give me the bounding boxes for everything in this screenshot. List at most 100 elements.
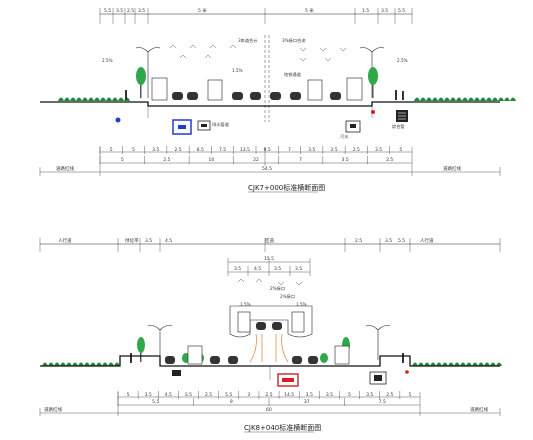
dimension-label: 13.5 [240,147,250,153]
section-2: 人行道 绿化带 3.5 4.5 匝道 2.5 3.5 5.5 人行道 15.5 … [39,237,502,433]
dimension-label: 3.5 [185,392,192,398]
s1-top-dim-3: 2.5 [127,8,134,14]
dimension-label: 5.5 [225,392,232,398]
s1-bottom-row-2: 5 2.5 10 22 7 3.5 2.5 [99,156,393,164]
s2-label-2: 2%接口 [280,293,295,300]
s1-hedge-left [58,97,130,101]
s2-upper-dim-4: 3.5 [295,266,302,272]
dimension-label: 5.5 [152,399,159,405]
s1-top-dim-1: 5.5 [104,8,111,14]
s1-redline-left: 道路红线 [56,165,74,172]
s1-label-lanes: 3车道合计 [238,37,257,44]
dimension-label: 3.5 [366,392,373,398]
s2-bottom-row-2: 5.5 9 37 7.5 [117,398,386,406]
dimension-label: 2.5 [265,392,272,398]
dimension-label: 7.5 [379,399,386,405]
dimension-label: 4.5 [165,392,172,398]
s2-total: 60 [266,407,272,413]
s1-top-dim-6: 5 米 [305,7,314,14]
s2-top-dim-9: 人行道 [420,237,434,244]
s1-top-dim-5: 5 米 [198,7,207,14]
s2-top-dim-6: 2.5 [355,238,362,244]
s1-utility-label-1: 排水管道 [212,121,230,128]
dimension-label: 3.5 [152,147,159,153]
dimension-label: 3.5 [306,392,313,398]
dimension-label: 5 [348,392,351,398]
s1-bus-3 [307,79,323,101]
s2-upper-dim-3: 3.5 [274,266,281,272]
s1-tree-right [368,67,378,98]
s2-top-dim-7: 3.5 [385,238,392,244]
section-1: 5.5 3.5 2.5 3.5 5 米 5 米 1.5 3.5 5.5 2.5%… [39,7,516,193]
dimension-label: 37 [304,399,310,405]
dimension-label: 5 [110,147,113,153]
s1-slope-mid: 1.5% [232,68,243,73]
dimension-label: 5 [408,392,411,398]
s2-slope-2: 1.5% [296,302,307,307]
dimension-label: 10 [209,157,215,163]
s2-top-dim-5: 匝道 [265,237,274,244]
s2-redline-right: 道路红线 [470,406,488,413]
dimension-label: 7 [288,147,291,153]
s2-top-dim-1: 人行道 [58,237,72,244]
s2-bus-upper-1 [237,311,251,333]
s1-bus-2 [207,79,223,101]
dimension-label: 2.5 [205,392,212,398]
s2-bus-2 [334,345,350,365]
s1-top-dim-9: 5.5 [398,8,405,14]
dimension-label: 2.5 [386,392,393,398]
s1-tree-left [136,67,146,98]
s1-pipe-blue [115,117,121,123]
dimension-label: 3.5 [342,157,349,163]
s2-top-dim-8: 5.5 [398,238,405,244]
s2-caption: CJK8+040标准横断面图 [244,423,321,432]
s2-bus-1 [187,345,203,365]
s2-upper-dim-1: 3.5 [234,266,241,272]
dimension-label: 2.5 [353,147,360,153]
s2-hedge-right [412,362,502,366]
dimension-label: 7 [299,157,302,163]
dimension-label: 5 [121,157,124,163]
dimension-label: 7.5 [219,147,226,153]
s1-slope-right: 2.5% [397,58,408,63]
dimension-label: 5 [399,147,402,153]
s1-top-dim-4: 3.5 [138,8,145,14]
s1-utility-label-3: 综合管 [392,123,405,130]
s1-pipe-red [371,110,375,114]
s1-slope-left: 2.5% [102,58,113,63]
s1-total: 54.5 [262,166,272,172]
dimension-label: 2.5 [386,157,393,163]
dimension-label: 2.5 [163,157,170,163]
dimension-label: 8.5 [197,147,204,153]
dimension-label: 3.5 [308,147,315,153]
s1-hedge-right [414,97,516,101]
s2-upper-dim-2: 4.5 [254,266,261,272]
s1-top-dim-2: 3.5 [116,8,123,14]
s1-label-metro: 地铁通道 [284,71,302,78]
s2-cars [165,356,318,364]
s1-caption: CJK7+000标准横断面图 [248,183,325,192]
dimension-label: 9.5 [264,147,271,153]
dimension-label: 3 [247,392,250,398]
s2-redline-left: 道路红线 [44,406,62,413]
dimension-label: 5 [132,147,135,153]
dimension-label: 3.5 [326,392,333,398]
s2-top-dim-2: 绿化带 [125,237,139,244]
s2-hedge-left [42,362,120,366]
s1-label-merge: 3%接口合流 [282,37,306,44]
dimension-label: 22 [253,157,259,163]
s1-redline-right: 道路红线 [443,165,461,172]
s2-top-dim-4: 4.5 [165,238,172,244]
s1-utility-label-2: 污水 [340,133,349,140]
s1-bus-4 [346,77,363,101]
s2-bus-upper-2 [291,311,305,333]
s2-upper-total: 15.5 [264,256,274,262]
dimension-label: 14.5 [284,392,294,398]
s1-cars [172,92,341,100]
dimension-label: 9 [230,399,233,405]
dimension-label: 3.5 [375,147,382,153]
dimension-label: 2.5 [174,147,181,153]
s2-top-dim-3: 3.5 [145,238,152,244]
